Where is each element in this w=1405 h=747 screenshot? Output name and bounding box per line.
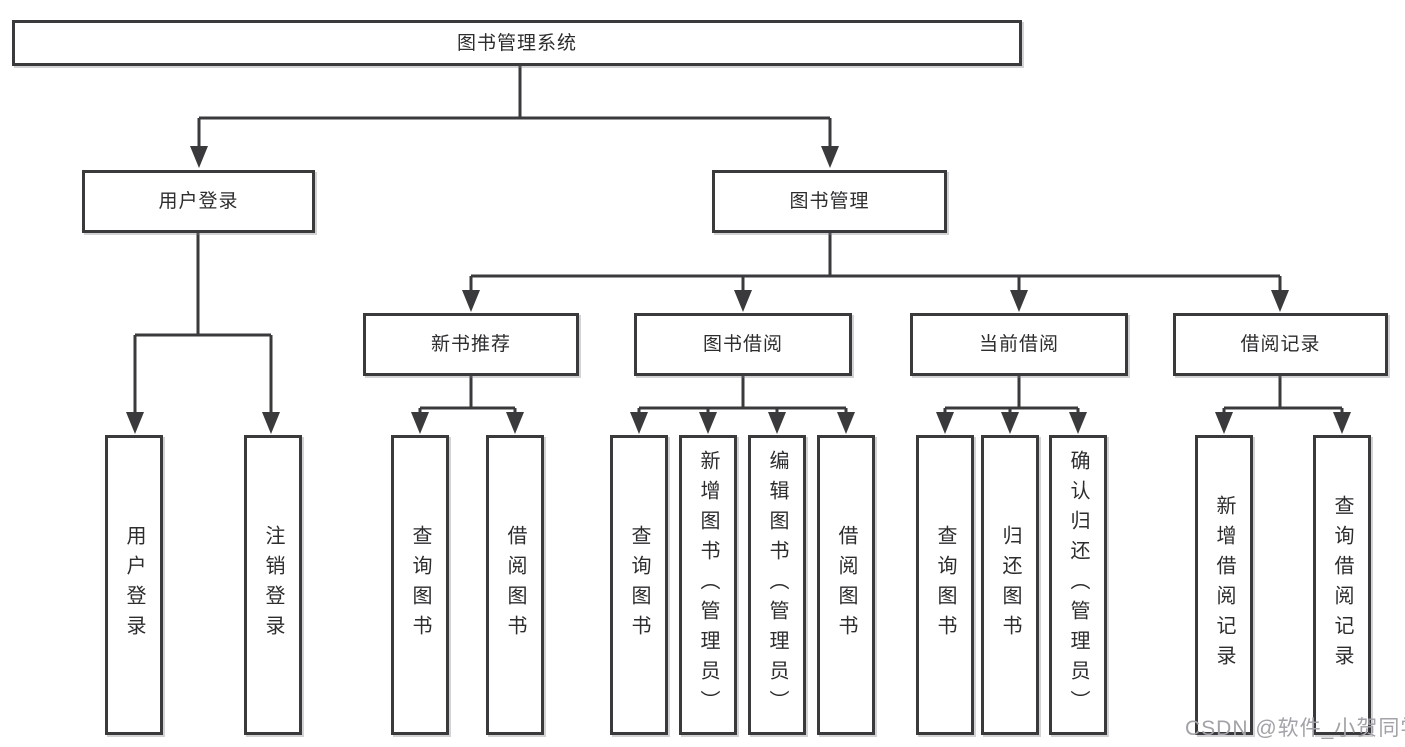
leaf-return-book: 归还图书 bbox=[981, 435, 1039, 735]
node-book-borrow-label: 图书借阅 bbox=[702, 334, 783, 355]
leaf-logout: 注销登录 bbox=[244, 435, 302, 735]
node-new-book-recommend: 新书推荐 bbox=[363, 313, 579, 376]
leaf-borrow-books-label: 借阅图书 bbox=[835, 525, 857, 645]
node-borrow-records-label: 借阅记录 bbox=[1240, 334, 1321, 355]
leaf-confirm-return-admin-label: 确认归还（管理员） bbox=[1067, 450, 1089, 720]
leaf-logout-label: 注销登录 bbox=[262, 525, 284, 645]
node-book-management-label: 图书管理 bbox=[789, 191, 870, 212]
leaf-query-books-recommend: 查询图书 bbox=[391, 435, 449, 735]
leaf-query-books-current: 查询图书 bbox=[916, 435, 974, 735]
leaf-query-books-borrow: 查询图书 bbox=[610, 435, 668, 735]
leaf-add-book-admin-label: 新增图书（管理员） bbox=[697, 450, 719, 720]
leaf-borrow-books-recommend: 借阅图书 bbox=[486, 435, 544, 735]
arrowheads bbox=[126, 146, 1351, 434]
leaf-user-login-label: 用户登录 bbox=[123, 525, 145, 645]
watermark: CSDN @软件_小贺同学 bbox=[1185, 717, 1405, 740]
node-book-management: 图书管理 bbox=[712, 170, 947, 233]
leaf-borrow-books-recommend-label: 借阅图书 bbox=[504, 525, 526, 645]
leaf-add-borrow-record-label: 新增借阅记录 bbox=[1213, 495, 1235, 675]
leaf-query-books-current-label: 查询图书 bbox=[934, 525, 956, 645]
leaf-query-borrow-record-label: 查询借阅记录 bbox=[1331, 495, 1353, 675]
leaf-add-book-admin: 新增图书（管理员） bbox=[679, 435, 737, 735]
node-root-label: 图书管理系统 bbox=[456, 32, 577, 54]
leaf-edit-book-admin-label: 编辑图书（管理员） bbox=[766, 450, 788, 720]
leaf-query-borrow-record: 查询借阅记录 bbox=[1313, 435, 1371, 735]
leaf-confirm-return-admin: 确认归还（管理员） bbox=[1049, 435, 1107, 735]
node-user-login-label: 用户登录 bbox=[158, 191, 239, 212]
leaf-borrow-books: 借阅图书 bbox=[817, 435, 875, 735]
node-borrow-records: 借阅记录 bbox=[1173, 313, 1388, 376]
node-current-borrow-label: 当前借阅 bbox=[978, 334, 1059, 355]
node-user-login: 用户登录 bbox=[82, 170, 315, 233]
node-current-borrow: 当前借阅 bbox=[910, 313, 1128, 376]
leaf-add-borrow-record: 新增借阅记录 bbox=[1195, 435, 1253, 735]
node-new-book-recommend-label: 新书推荐 bbox=[430, 334, 511, 355]
leaf-return-book-label: 归还图书 bbox=[999, 525, 1021, 645]
leaf-query-books-borrow-label: 查询图书 bbox=[628, 525, 650, 645]
node-book-borrow: 图书借阅 bbox=[634, 313, 852, 376]
leaf-user-login: 用户登录 bbox=[105, 435, 163, 735]
leaf-query-books-recommend-label: 查询图书 bbox=[409, 525, 431, 645]
leaf-edit-book-admin: 编辑图书（管理员） bbox=[748, 435, 806, 735]
node-root: 图书管理系统 bbox=[12, 20, 1022, 66]
